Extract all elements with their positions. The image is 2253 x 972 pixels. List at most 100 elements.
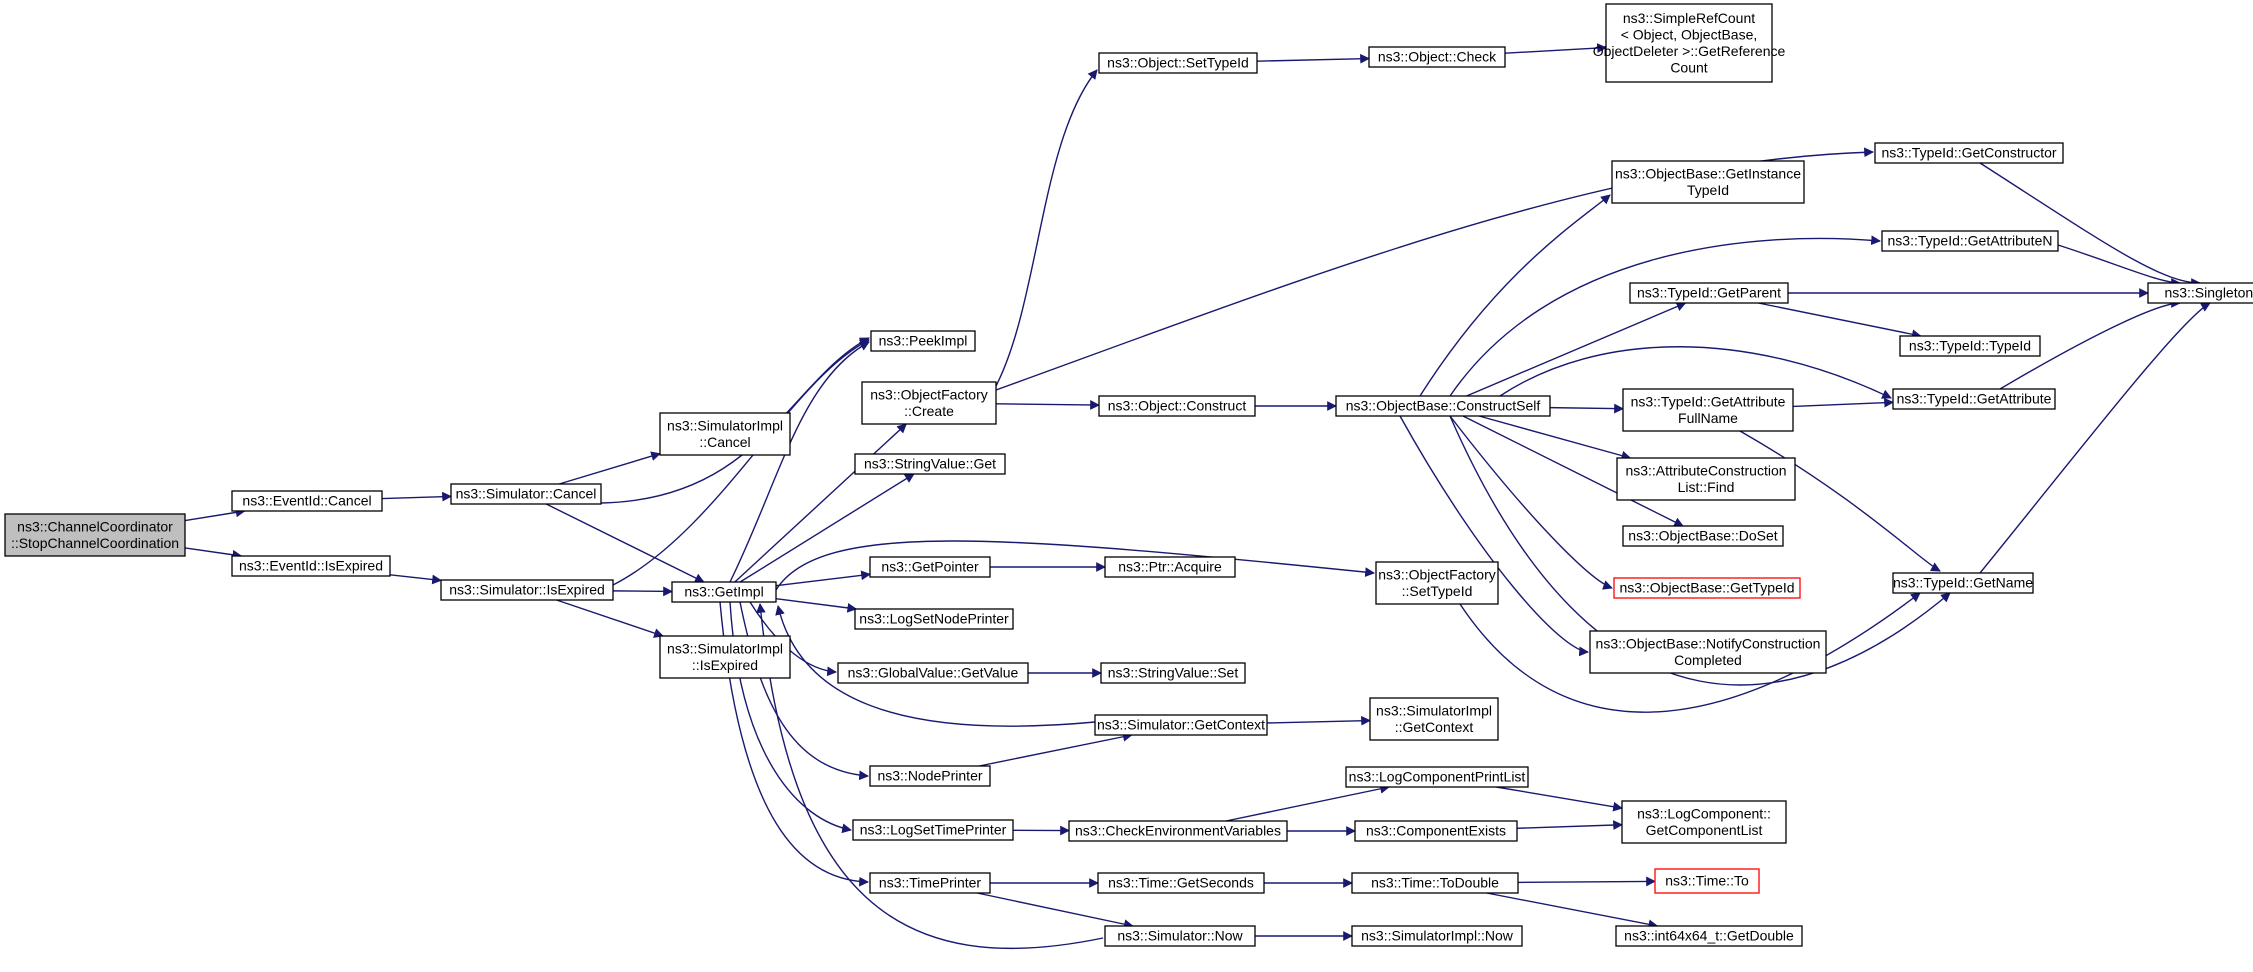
graph-node[interactable]: ns3::Simulator::GetContext bbox=[1094, 714, 1268, 736]
node-label: ns3::Object::Construct bbox=[1108, 398, 1247, 414]
edge-n1-n3 bbox=[381, 491, 452, 502]
edge-n9-n17 bbox=[995, 69, 1098, 387]
node-box bbox=[659, 635, 791, 679]
graph-node[interactable]: ns3::SimulatorImpl::IsExpired bbox=[659, 635, 791, 679]
edge-n21-n25 bbox=[1466, 301, 1687, 397]
edge-n47-n7 bbox=[756, 603, 1104, 950]
node-label: ns3::LogComponentPrintList bbox=[1349, 769, 1526, 785]
graph-node[interactable]: ns3::Singleton::Get bbox=[2147, 282, 2253, 304]
edge-n38-n39 bbox=[1266, 715, 1371, 726]
node-label: ns3::TypeId::GetAttribute bbox=[1631, 393, 1786, 409]
node-box bbox=[1351, 925, 1523, 947]
graph-node[interactable]: ns3::Time::To bbox=[1654, 868, 1760, 894]
node-label: ns3::Simulator::Cancel bbox=[456, 486, 597, 502]
graph-node[interactable]: ns3::ObjectBase::GetTypeId bbox=[1613, 577, 1801, 599]
edge-n17-n18 bbox=[1256, 53, 1370, 64]
node-box bbox=[861, 381, 997, 425]
graph-node[interactable]: ns3::Simulator::IsExpired bbox=[440, 579, 614, 601]
node-label: ns3::SimulatorImpl bbox=[667, 417, 783, 433]
node-label: Count bbox=[1670, 59, 1707, 75]
node-label: ns3::CheckEnvironmentVariables bbox=[1075, 823, 1281, 839]
edge-n0-n2 bbox=[184, 547, 243, 560]
node-label: < Object, ObjectBase, bbox=[1621, 26, 1758, 42]
node-label: FullName bbox=[1678, 410, 1738, 426]
graph-node[interactable]: ns3::Object::Check bbox=[1368, 46, 1506, 68]
graph-node[interactable]: ns3::ChannelCoordinator::StopChannelCoor… bbox=[4, 513, 186, 557]
graph-node[interactable]: ns3::CheckEnvironmentVariables bbox=[1068, 820, 1288, 842]
graph-node[interactable]: ns3::ObjectBase::DoSet bbox=[1622, 525, 1784, 547]
graph-node[interactable]: ns3::ObjectFactory::SetTypeId bbox=[1375, 561, 1499, 605]
graph-node[interactable]: ns3::SimulatorImpl::Now bbox=[1351, 925, 1523, 947]
node-box bbox=[1097, 872, 1265, 894]
graph-node[interactable]: ns3::LogSetNodePrinter bbox=[854, 608, 1014, 630]
edge-n18-n19 bbox=[1504, 43, 1607, 54]
node-box bbox=[1369, 697, 1499, 741]
node-box bbox=[1874, 142, 2064, 164]
graph-node[interactable]: ns3::SimpleRefCount< Object, ObjectBase,… bbox=[1593, 3, 1786, 83]
graph-node[interactable]: ns3::TimePrinter bbox=[869, 872, 991, 894]
graph-node[interactable]: ns3::TypeId::GetAttributeN bbox=[1881, 230, 2059, 252]
node-box bbox=[1615, 925, 1803, 947]
graph-node[interactable]: ns3::StringValue::Get bbox=[854, 453, 1006, 475]
graph-node[interactable]: ns3::EventId::IsExpired bbox=[231, 555, 391, 577]
graph-node[interactable]: ns3::TypeId::GetName bbox=[1892, 572, 2034, 594]
graph-node[interactable]: ns3::ObjectBase::ConstructSelf bbox=[1335, 395, 1551, 417]
graph-node[interactable]: ns3::LogComponent::GetComponentList bbox=[1621, 800, 1787, 844]
graph-node[interactable]: ns3::NodePrinter bbox=[869, 765, 991, 787]
node-label: ns3::int64x64_t::GetDouble bbox=[1624, 928, 1794, 944]
node-label: ns3::SimulatorImpl::Now bbox=[1361, 928, 1514, 944]
edge-n35-n34 bbox=[1459, 592, 1921, 713]
node-box bbox=[1892, 388, 2056, 410]
edge-n21-n34 bbox=[1449, 415, 1951, 686]
node-box bbox=[1611, 160, 1805, 204]
graph-node[interactable]: ns3::GetImpl bbox=[671, 581, 777, 603]
node-box bbox=[1605, 3, 1773, 83]
graph-node[interactable]: ns3::Simulator::Cancel bbox=[450, 483, 602, 505]
edge-n7-n16 bbox=[719, 601, 869, 887]
graph-node[interactable]: ns3::ComponentExists bbox=[1354, 820, 1518, 842]
edge-n21-n31 bbox=[1462, 415, 1684, 527]
edge-n45-n49 bbox=[1486, 892, 1659, 930]
node-label: ns3::ObjectBase::NotifyConstruction bbox=[1596, 635, 1821, 651]
edge-n21-n32 bbox=[1449, 415, 1613, 590]
graph-node[interactable]: ns3::PeekImpl bbox=[870, 330, 976, 352]
graph-node[interactable]: ns3::GetPointer bbox=[869, 556, 991, 578]
graph-node[interactable]: ns3::ObjectFactory::Create bbox=[861, 381, 997, 425]
graph-node[interactable]: ns3::Simulator::Now bbox=[1104, 925, 1256, 947]
graph-node[interactable]: ns3::EventId::Cancel bbox=[231, 490, 383, 512]
graph-node[interactable]: ns3::SimulatorImpl::Cancel bbox=[659, 412, 791, 456]
node-label: ns3::TypeId::GetName bbox=[1893, 575, 2033, 591]
graph-node[interactable]: ns3::LogSetTimePrinter bbox=[852, 819, 1014, 841]
graph-node[interactable]: ns3::TypeId::GetAttribute bbox=[1892, 388, 2056, 410]
node-label: ns3::Time::ToDouble bbox=[1371, 875, 1499, 891]
graph-node[interactable]: ns3::Ptr::Acquire bbox=[1104, 556, 1236, 578]
graph-node[interactable]: ns3::ObjectBase::NotifyConstructionCompl… bbox=[1589, 630, 1827, 674]
graph-node[interactable]: ns3::TypeId::GetParent bbox=[1629, 282, 1789, 304]
graph-node[interactable]: ns3::Time::ToDouble bbox=[1351, 872, 1519, 894]
graph-node[interactable]: ns3::TypeId::GetConstructor bbox=[1874, 142, 2064, 164]
edge-n40-n43 bbox=[1496, 786, 1623, 812]
edge-n34-n26 bbox=[1979, 302, 2211, 574]
graph-node[interactable]: ns3::SimulatorImpl::GetContext bbox=[1369, 697, 1499, 741]
graph-node[interactable]: ns3::Time::GetSeconds bbox=[1097, 872, 1265, 894]
graph-node[interactable]: ns3::int64x64_t::GetDouble bbox=[1615, 925, 1803, 947]
node-box bbox=[1351, 872, 1519, 894]
graph-node[interactable]: ns3::StringValue::Set bbox=[1100, 662, 1246, 684]
graph-node[interactable]: ns3::Object::Construct bbox=[1098, 395, 1256, 417]
node-box bbox=[854, 608, 1014, 630]
graph-node[interactable]: ns3::GlobalValue::GetValue bbox=[837, 662, 1029, 684]
node-box bbox=[231, 555, 391, 577]
node-box bbox=[1104, 556, 1236, 578]
node-label: ns3::Object::SetTypeId bbox=[1107, 55, 1249, 71]
graph-node[interactable]: ns3::TypeId::TypeId bbox=[1899, 335, 2041, 357]
node-box bbox=[440, 579, 614, 601]
graph-node[interactable]: ns3::Object::SetTypeId bbox=[1098, 52, 1258, 74]
node-label: ns3::Time::To bbox=[1665, 873, 1749, 889]
graph-node[interactable]: ns3::LogComponentPrintList bbox=[1345, 766, 1529, 788]
node-label: ns3::StringValue::Set bbox=[1108, 665, 1239, 681]
edge-n28-n34 bbox=[1739, 430, 1941, 572]
